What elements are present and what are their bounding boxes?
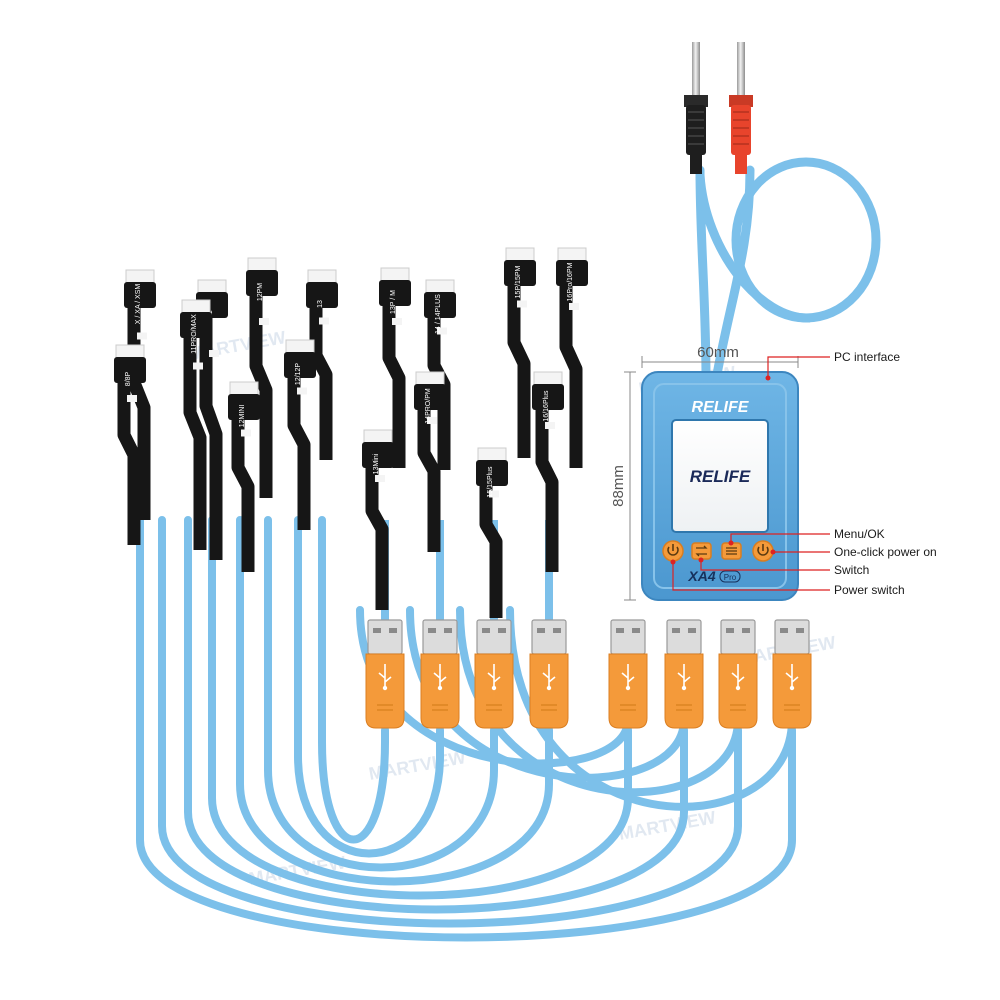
flex-cable-label: 12/12P bbox=[295, 363, 302, 386]
model-suffix: Pro bbox=[724, 573, 737, 582]
model-name: XA4 bbox=[687, 568, 715, 584]
flex-cable-label: 13Mini bbox=[373, 453, 380, 474]
flex-cable-group: X / XA / XSM1112PM1313P / M14 / 14PLUS15… bbox=[114, 247, 588, 618]
flex-cable-label: 16Pro/16PM bbox=[567, 262, 574, 301]
usb-a-plug bbox=[718, 619, 758, 729]
usb-a-plug bbox=[474, 619, 514, 729]
flex-cable-label: 13P / M bbox=[390, 290, 397, 314]
probe-cable bbox=[695, 157, 881, 385]
usb-a-plug-icon bbox=[542, 664, 556, 691]
power-icon bbox=[757, 544, 769, 556]
flex-cable: 15P/15PM bbox=[504, 247, 536, 458]
usb-a-plug-icon bbox=[378, 664, 392, 691]
menu-icon bbox=[726, 547, 737, 555]
flex-cable: 14PRO/PM bbox=[414, 371, 446, 552]
flex-cable: 12/12P bbox=[284, 339, 316, 530]
menu-ok-button[interactable] bbox=[721, 542, 742, 560]
callout-menu-ok: Menu/OK bbox=[834, 527, 885, 541]
power-switch-button[interactable] bbox=[662, 540, 684, 562]
cable-loop bbox=[236, 516, 553, 886]
flex-cable-label: 13 bbox=[317, 300, 324, 308]
usb-a-plug bbox=[420, 619, 460, 729]
power-icon bbox=[667, 544, 679, 556]
flex-cable: 13P / M bbox=[379, 267, 411, 468]
width-label: 60mm bbox=[697, 344, 739, 361]
flex-cable-label: 15/15Plus bbox=[487, 466, 494, 498]
device-screen bbox=[671, 419, 769, 533]
flex-cable-label: 12PM bbox=[257, 283, 264, 301]
flex-cable: 8/8P bbox=[114, 344, 146, 545]
callout-power-switch: Power switch bbox=[834, 583, 905, 597]
cable-loop bbox=[184, 516, 688, 914]
usb-a-plug-icon bbox=[621, 664, 635, 691]
flex-cable-label: 8/8P bbox=[125, 371, 132, 386]
callout-switch: Switch bbox=[834, 563, 869, 577]
flex-cable-label: 12MINI bbox=[239, 405, 246, 428]
flex-cable-label: 14PRO/PM bbox=[425, 388, 432, 424]
flex-cable-label: 14 / 14PLUS bbox=[435, 294, 442, 334]
dimension-height: 88mm bbox=[610, 371, 636, 601]
flex-cable-label: 16/16Plus bbox=[543, 390, 550, 422]
flex-cables-lines bbox=[381, 520, 553, 620]
one-click-power-on-button[interactable] bbox=[752, 540, 774, 562]
cable-loop bbox=[318, 516, 389, 844]
screen-brand: RELIFE bbox=[690, 467, 751, 486]
flex-cable: 12MINI bbox=[228, 381, 260, 572]
usb-a-plug bbox=[772, 619, 812, 729]
usb-a-plug bbox=[608, 619, 648, 729]
flex-cable: 13 bbox=[306, 269, 338, 460]
usb-a-plug-icon bbox=[731, 664, 745, 691]
watermark: MARTVIEW bbox=[617, 807, 717, 844]
flex-cable: 16/16Plus bbox=[532, 371, 564, 572]
cable-loop bbox=[136, 516, 796, 942]
usb-a-plug-icon bbox=[677, 664, 691, 691]
cable-loop bbox=[264, 516, 498, 872]
flex-cable: 13Mini bbox=[362, 429, 394, 610]
usb-a-plug bbox=[365, 619, 405, 729]
switch-button[interactable] bbox=[691, 542, 712, 560]
banana-plug-red bbox=[729, 42, 753, 174]
flex-cable-label: 15P/15PM bbox=[515, 265, 522, 298]
usb-a-plug bbox=[664, 619, 704, 729]
cable-loop bbox=[506, 606, 796, 811]
flex-cable: 12PM bbox=[246, 257, 278, 498]
cable-loop bbox=[158, 516, 742, 928]
callout-pc-interface: PC interface bbox=[834, 350, 900, 364]
dimension-width: 60mm bbox=[641, 344, 799, 368]
flex-cable-label: X / XA / XSM bbox=[135, 284, 142, 325]
flex-cable: 16Pro/16PM bbox=[556, 247, 588, 468]
cable-loop bbox=[208, 516, 632, 900]
usb-a-plug-icon bbox=[785, 664, 799, 691]
relife-xa4-pro-device: RELIFE RELIFE bbox=[641, 371, 799, 601]
usb-a-plug bbox=[529, 619, 569, 729]
flex-cable-label: 11PRO/MAX bbox=[191, 314, 198, 354]
usb-a-plug-icon bbox=[487, 664, 501, 691]
flex-cable: X / XA / XSM bbox=[124, 269, 156, 520]
callouts bbox=[672, 356, 830, 591]
switch-icon bbox=[695, 545, 708, 557]
device-brand: RELIFE bbox=[692, 399, 750, 416]
height-label: 88mm bbox=[610, 465, 627, 507]
cable-loop bbox=[294, 516, 444, 858]
usb-a-plug-icon bbox=[433, 664, 447, 691]
flex-cable: 15/15Plus bbox=[476, 447, 508, 618]
usb-plug-group bbox=[365, 619, 812, 729]
flex-cable: 11PRO/MAX bbox=[180, 299, 212, 550]
callout-one-click-power-on: One-click power on bbox=[834, 545, 937, 559]
banana-plug-black bbox=[684, 42, 708, 174]
callout-dots bbox=[670, 375, 776, 565]
